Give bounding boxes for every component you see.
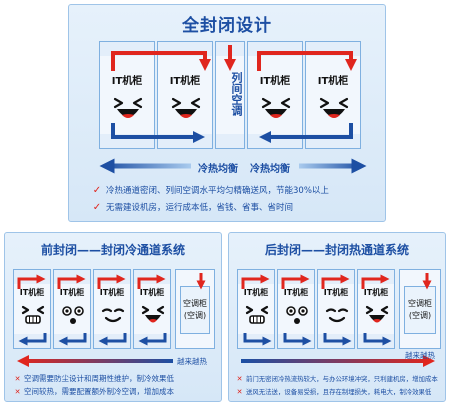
cabinet-label: IT机柜 (169, 76, 201, 87)
full-enclosure-panel: 全封闭设计 IT机柜 IT机柜 列间空调 IT机柜 IT (68, 4, 386, 222)
cabinet-label: IT机柜 (243, 288, 269, 297)
cabinet-label: IT机柜 (283, 288, 309, 297)
cabinet-label: IT机柜 (59, 288, 85, 297)
it-cabinet: IT机柜 (317, 269, 355, 349)
laughing-face-icon (141, 305, 165, 323)
it-cabinet: IT机柜 (133, 269, 171, 349)
drawback-item: 前门无密闭冷热流热较大，与办公环境冲突，只利建机房，增加成本 (235, 374, 438, 383)
check-icon (91, 185, 103, 196)
ac-label: 列间空调 (230, 72, 243, 116)
balance-label: 冷热均衡 (198, 164, 238, 175)
laughing-face-icon (261, 97, 291, 118)
cabinet-label: IT机柜 (259, 76, 291, 87)
cabinet-label: IT机柜 (139, 288, 165, 297)
drawback-text: 送风无法送，设备易受损，且存在制埋损失，耗电大，制冷效果低 (246, 388, 432, 396)
drawback-item: 空调需要防尘设计和周期性维护，制冷效果低 (13, 373, 174, 384)
ac-door (404, 286, 436, 334)
ac-door (180, 286, 210, 334)
cabinet-label: IT机柜 (317, 76, 349, 87)
ac-label: 空调柜 (183, 299, 207, 308)
benefit-item: 无需建设机房，运行成本低，省钱、省事、省时间 (91, 201, 293, 213)
drawback-item: 送风无法送，设备易受损，且存在制埋损失，耗电大，制冷效果低 (235, 387, 431, 396)
hot-aisle-panel: 后封闭——封闭热通道系统 IT机柜 IT机柜 IT机柜 (228, 232, 446, 402)
benefit-item: 冷热通道密闭、列间空调水平均匀精确送风，节能30%以上 (91, 184, 329, 196)
drawback-text: 前门无密闭冷热流热较大，与办公环境冲突，只利建机房，增加成本 (246, 375, 438, 383)
it-cabinet: IT机柜 (237, 269, 275, 349)
cabinet-label: IT机柜 (111, 76, 143, 87)
it-cabinet: IT机柜 (13, 269, 51, 349)
panel-title: 前封闭——封闭冷通道系统 (40, 243, 185, 257)
ac-sub-label: (空调) (408, 311, 432, 320)
grimace-face-icon (245, 305, 269, 324)
benefit-text: 冷热通道密闭、列间空调水平均匀精确送风，节能30%以上 (106, 186, 329, 196)
check-icon (91, 202, 103, 213)
cross-icon (235, 388, 244, 396)
surprised-face-icon (286, 306, 308, 324)
ac-sub-label: (空调) (183, 311, 207, 320)
laughing-face-icon (171, 97, 201, 118)
cross-icon (235, 375, 244, 383)
it-cabinet: IT机柜 (305, 41, 361, 149)
cabinet-label: IT机柜 (19, 288, 45, 297)
smiling-face-icon (325, 308, 349, 323)
it-cabinet: IT机柜 (357, 269, 395, 349)
cross-icon (13, 388, 22, 396)
cabinet-label: IT机柜 (363, 288, 389, 297)
laughing-face-icon (319, 97, 349, 118)
grimace-face-icon (21, 305, 45, 324)
cabinet-label: IT机柜 (99, 288, 125, 297)
air-conditioner-cabinet: 空调柜 (空调) (399, 269, 441, 349)
panel-title: 全封闭设计 (182, 16, 272, 36)
it-cabinet: IT机柜 (277, 269, 315, 349)
drawback-text: 空调需要防尘设计和周期性维护，制冷效果低 (24, 374, 174, 383)
ac-label: 空调柜 (408, 299, 432, 308)
trend-label: 越来越热 (405, 351, 435, 360)
it-cabinet: IT机柜 (53, 269, 91, 349)
trend-label: 越来越热 (177, 357, 207, 366)
cross-icon (13, 375, 22, 383)
air-conditioner-cabinet: 空调柜 (空调) (175, 269, 215, 349)
it-cabinet: IT机柜 (157, 41, 213, 149)
smiling-face-icon (101, 308, 125, 323)
cold-aisle-panel: 前封闭——封闭冷通道系统 IT机柜 IT机柜 IT机柜 (4, 232, 222, 402)
cabinet-label: IT机柜 (323, 288, 349, 297)
drawback-text: 空间较热，需要配置额外制冷空调，增加成本 (24, 387, 174, 396)
balance-label: 冷热均衡 (250, 164, 290, 175)
laughing-face-icon (365, 305, 389, 323)
it-cabinet: IT机柜 (93, 269, 131, 349)
in-row-air-conditioner: 列间空调 (215, 41, 245, 149)
it-cabinet: IT机柜 (247, 41, 303, 149)
drawback-item: 空间较热，需要配置额外制冷空调，增加成本 (13, 386, 174, 397)
surprised-face-icon (62, 306, 84, 324)
laughing-face-icon (113, 97, 143, 118)
panel-title: 后封闭——封闭热通道系统 (264, 243, 409, 257)
benefit-text: 无需建设机房，运行成本低，省钱、省事、省时间 (106, 203, 294, 213)
it-cabinet: IT机柜 (99, 41, 155, 149)
